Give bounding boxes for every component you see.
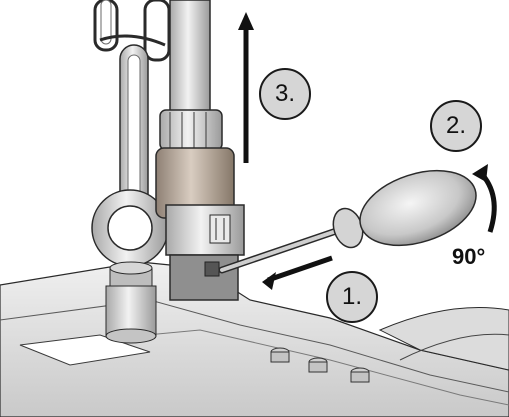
step-3-badge: 3. [259,68,311,120]
locking-pin [218,169,477,274]
label-plate [19,334,151,366]
step-3-arrow [238,12,254,163]
step-1-arrow [262,255,333,290]
device-housing [0,261,509,417]
step-2-label: 2. [445,112,466,139]
cable-connector [155,0,245,301]
rotation-arrow [472,164,497,233]
step-3-label: 3. [274,80,295,107]
housing-bosses [270,347,370,383]
rotation-angle-label: 90° [452,244,486,269]
eye-bolt [91,189,169,344]
step-1-label: 1. [341,283,362,310]
step-2-badge: 2. [430,100,482,152]
step-1-badge: 1. [326,271,378,323]
lifting-chain [93,0,171,216]
